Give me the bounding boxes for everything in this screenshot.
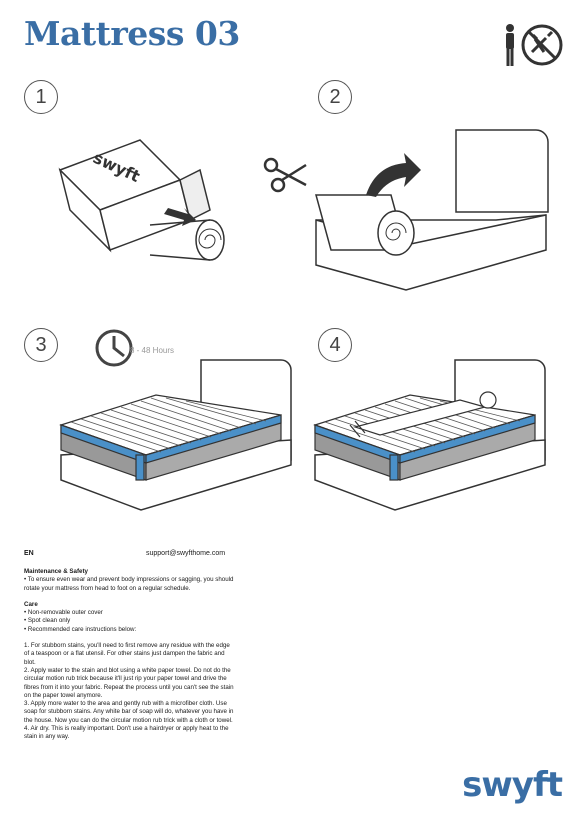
person-lying-icon [349,391,497,438]
step-3-number: 3 [24,328,58,362]
instruction-item: 3. Apply more water to the area and gent… [24,700,234,724]
language-label: EN [24,550,34,557]
page-title: Mattress 03 [24,14,240,53]
care-instructions: Maintenance & Safety • To ensure even we… [24,568,234,742]
top-icons [502,22,564,70]
duration-label: 8 - 48 Hours [130,346,175,355]
instruction-item: 4. Air dry. This is really important. Do… [24,725,229,741]
no-tools-icon [521,24,563,66]
care-title: Care [24,600,38,608]
clock-icon [95,329,133,367]
step-2-number: 2 [318,80,352,114]
step-1-number: 1 [24,80,58,114]
instruction-item: 2. Apply water to the stain and blot usi… [24,666,234,699]
step-2-illustration [263,129,549,291]
step-4-number: 4 [318,328,352,362]
maintenance-title: Maintenance & Safety [24,568,88,575]
care-item: • Recommended care instructions below: [24,625,137,633]
brand-logo: swyft [462,765,563,805]
step-3-illustration [59,359,292,511]
step-4-illustration [313,359,546,511]
step-1-illustration: swyft [58,139,225,261]
care-item: • Non-removable outer cover [24,609,103,617]
instruction-item: 1. For stubborn stains, you'll need to f… [24,642,230,666]
person-icon [506,24,514,66]
care-item: • Spot clean only [24,617,71,625]
maintenance-text: • To ensure even wear and prevent body i… [24,576,234,592]
scissors-icon [263,157,307,193]
support-email-link[interactable]: support@swyfthome.com [146,550,226,557]
